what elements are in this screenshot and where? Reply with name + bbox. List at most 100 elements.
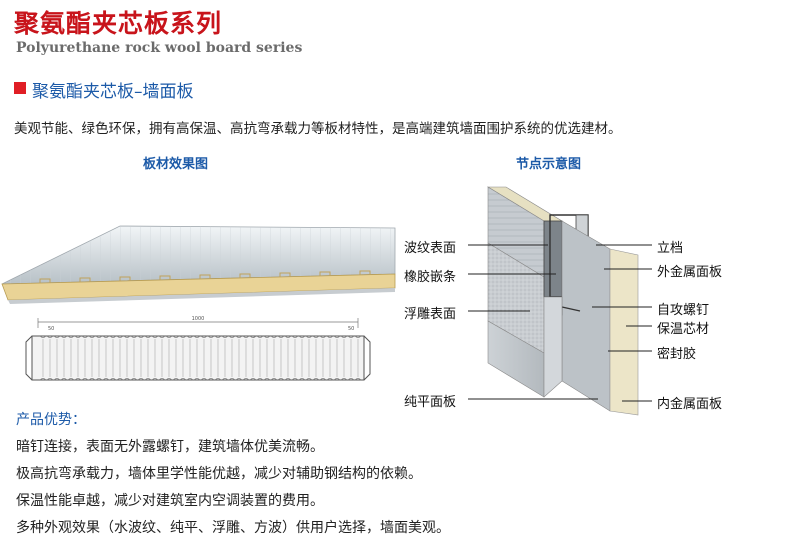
section-rib-bottom (249, 378, 257, 381)
section-rib-bottom (102, 378, 110, 381)
section-rib-top (263, 335, 271, 338)
section-rib-top (158, 335, 166, 338)
node-diagram (486, 186, 639, 416)
section-rib-bottom (270, 378, 278, 381)
section-rib-bottom (88, 378, 96, 381)
section-rib-bottom (137, 378, 145, 381)
section-rib-bottom (46, 378, 54, 381)
section-rib-top (291, 335, 299, 338)
section-marker (14, 82, 26, 94)
section-rib-bottom (333, 378, 341, 381)
section-rib-top (298, 335, 306, 338)
label-insulation-core: 保温芯材 (657, 322, 710, 337)
dim-text-right: 50 (348, 326, 354, 332)
advantage-item: 暗钉连接，表面无外露螺钉，建筑墙体优美流畅。 (16, 439, 324, 455)
section-rib-top (242, 335, 250, 338)
dim-text-left: 50 (48, 326, 54, 332)
section-rib-bottom (284, 378, 292, 381)
section-rib-top (270, 335, 278, 338)
section-rib-top (256, 335, 264, 338)
section-rib-top (326, 335, 334, 338)
section-rib-bottom (291, 378, 299, 381)
section-rib-bottom (179, 378, 187, 381)
section-rib-top (116, 335, 124, 338)
section-rib-top (186, 335, 194, 338)
panel-3d-illustration (1, 225, 396, 304)
caption-node-diagram: 节点示意图 (516, 157, 582, 172)
section-rib-top (179, 335, 187, 338)
section-rib-bottom (200, 378, 208, 381)
section-rib-bottom (305, 378, 313, 381)
section-rib-bottom (109, 378, 117, 381)
section-rib-bottom (186, 378, 194, 381)
section-rib-top (130, 335, 138, 338)
section-rib-top (67, 335, 75, 338)
section-rib-top (235, 335, 243, 338)
section-rib-top (88, 335, 96, 338)
intro-text: 美观节能、绿色环保，拥有高保温、高抗弯承载力等板材特性，是高端建筑墙面围护系统的… (14, 121, 622, 137)
section-rib-bottom (130, 378, 138, 381)
section-rib-bottom (158, 378, 166, 381)
section-rib-top (305, 335, 313, 338)
label-stud: 立档 (657, 241, 684, 256)
section-rib-top (137, 335, 145, 338)
section-rib-top (207, 335, 215, 338)
section-rib-bottom (165, 378, 173, 381)
section-rib-bottom (172, 378, 180, 381)
label-self-tapping-screw: 自攻螺钉 (657, 303, 710, 318)
section-rib-bottom (95, 378, 103, 381)
section-rib-top (102, 335, 110, 338)
section-rib-top (123, 335, 131, 338)
section-rib-bottom (81, 378, 89, 381)
section-rib-bottom (263, 378, 271, 381)
section-rib-bottom (277, 378, 285, 381)
section-rib-bottom (319, 378, 327, 381)
section-rib-bottom (312, 378, 320, 381)
section-rib-top (319, 335, 327, 338)
section-rib-top (165, 335, 173, 338)
section-rib-top (144, 335, 152, 338)
section-rib-top (228, 335, 236, 338)
section-rib-top (221, 335, 229, 338)
section-rib-top (340, 335, 348, 338)
section-rib-bottom (39, 378, 47, 381)
label-wave-surface: 波纹表面 (404, 241, 457, 256)
page-subtitle-en: Polyurethane rock wool board series (16, 40, 303, 56)
label-embossed-surface: 浮雕表面 (404, 307, 457, 322)
advantages-title: 产品优势： (16, 412, 86, 428)
caption-panel-effect: 板材效果图 (143, 157, 209, 172)
section-rib-bottom (193, 378, 201, 381)
section-rib-bottom (242, 378, 250, 381)
section-rib-bottom (340, 378, 348, 381)
section-rib-bottom (298, 378, 306, 381)
section-rib-bottom (256, 378, 264, 381)
section-rib-top (354, 335, 362, 338)
advantage-item: 保温性能卓越，减少对建筑室内空调装置的费用。 (16, 493, 324, 509)
section-rib-bottom (235, 378, 243, 381)
section-rib-top (333, 335, 341, 338)
section-rib-top (95, 335, 103, 338)
panel-section-drawing: 1000 50 50 (25, 316, 371, 381)
section-rib-bottom (207, 378, 215, 381)
dim-text-top: 1000 (192, 316, 205, 322)
section-rib-bottom (60, 378, 68, 381)
section-rib-top (193, 335, 201, 338)
section-title: 聚氨酯夹芯板–墙面板 (32, 82, 194, 102)
section-rib-top (151, 335, 159, 338)
section-rib-bottom (354, 378, 362, 381)
section-rib-top (214, 335, 222, 338)
section-rib-bottom (144, 378, 152, 381)
advantage-item: 极高抗弯承载力，墙体里学性能优越，减少对辅助钢结构的依赖。 (16, 466, 422, 482)
section-rib-bottom (228, 378, 236, 381)
section-rib-top (284, 335, 292, 338)
advantage-item: 多种外观效果（水波纹、纯平、浮雕、方波）供用户选择，墙面美观。 (16, 520, 450, 536)
section-rib-top (46, 335, 54, 338)
section-rib-top (109, 335, 117, 338)
section-rib-top (312, 335, 320, 338)
label-sealant: 密封胶 (657, 347, 697, 362)
section-rib-bottom (214, 378, 222, 381)
section-rib-bottom (67, 378, 75, 381)
label-rubber-strip: 橡胶嵌条 (404, 270, 457, 285)
section-rib-top (81, 335, 89, 338)
